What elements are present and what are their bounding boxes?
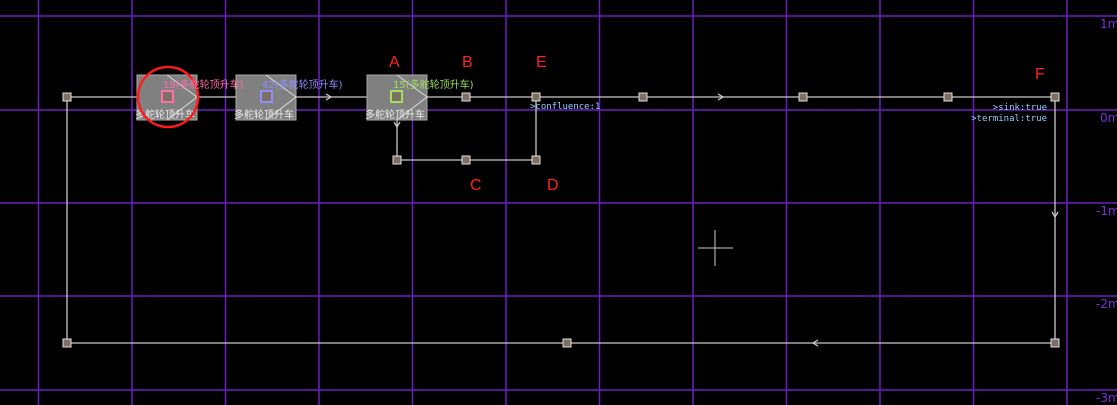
blocks: 多舵轮顶升车 多舵轮顶升车 多舵轮顶升车 — [135, 65, 428, 129]
selection-circle — [136, 65, 200, 129]
marker-d: D — [547, 177, 559, 194]
block-tag: 42(多舵轮顶升车) — [262, 78, 343, 91]
marker-a: A — [389, 54, 400, 71]
crosshair-cursor — [698, 230, 733, 266]
axis-labels: 1m 0m -1m -2m -3m — [1096, 17, 1117, 405]
marker-f: F — [1035, 66, 1045, 83]
paths[interactable] — [66, 93, 1059, 347]
block-15[interactable]: 多舵轮顶升车 — [365, 74, 428, 121]
node — [392, 155, 402, 165]
sink-prop: >sink:true — [993, 103, 1047, 113]
block-tag: 19(多舵轮顶升车) — [163, 78, 244, 91]
node — [461, 155, 471, 165]
markers: A B C D E F — [389, 54, 1045, 194]
axis-label: 0m — [1100, 111, 1117, 125]
marker-c: C — [470, 177, 482, 194]
node — [1050, 92, 1060, 102]
node — [562, 338, 572, 348]
block-name: 多舵轮顶升车 — [365, 108, 425, 121]
axis-label: 1m — [1100, 17, 1117, 31]
block-name: 多舵轮顶升车 — [234, 108, 294, 121]
marker-e: E — [536, 54, 547, 71]
node — [531, 155, 541, 165]
axis-label: -3m — [1096, 391, 1117, 405]
block-name: 多舵轮顶升车 — [135, 108, 195, 121]
axis-label: -2m — [1096, 297, 1117, 311]
node — [638, 92, 648, 102]
terminal-prop: >terminal:true — [971, 114, 1047, 124]
block-19[interactable]: 多舵轮顶升车 — [135, 65, 200, 129]
node — [1050, 338, 1060, 348]
properties: >confluence:1 >sink:true >terminal:true — [530, 102, 1047, 124]
node — [943, 92, 953, 102]
node — [461, 92, 471, 102]
axis-label: -1m — [1096, 204, 1117, 218]
node — [798, 92, 808, 102]
block-tags: 19(多舵轮顶升车) 42(多舵轮顶升车) 15(多舵轮顶升车) — [163, 78, 474, 91]
nodes[interactable] — [62, 92, 1060, 348]
node — [62, 92, 72, 102]
confluence-prop: >confluence:1 — [530, 102, 600, 112]
marker-b: B — [462, 54, 473, 71]
block-tag: 15(多舵轮顶升车) — [393, 78, 474, 91]
node — [62, 338, 72, 348]
node — [531, 92, 541, 102]
block-42[interactable]: 多舵轮顶升车 — [234, 74, 297, 121]
